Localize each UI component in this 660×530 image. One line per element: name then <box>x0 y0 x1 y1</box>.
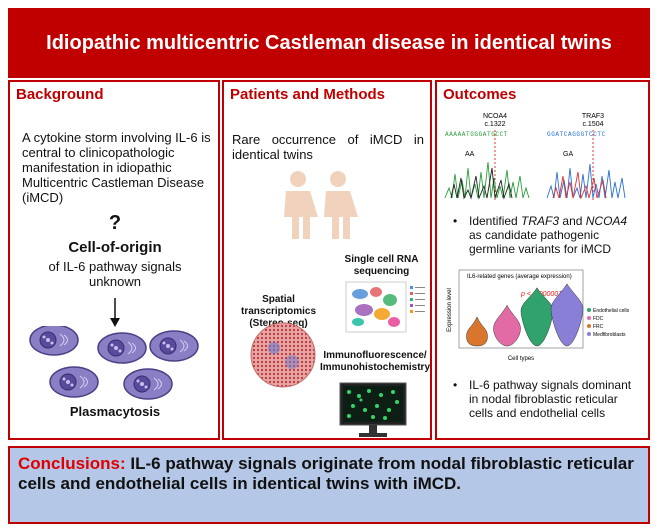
y-axis-label: Expression level <box>447 288 453 332</box>
bullet1-post-text: as candidate pathogenic germline variant… <box>469 228 612 256</box>
question-mark: ? <box>108 212 122 234</box>
legend-label: FRC <box>593 324 604 330</box>
traf3-genotype: GA <box>563 151 573 158</box>
outcome-bullet-1: • Identified TRAF3 and NCOA4 as candidat… <box>453 214 643 256</box>
traf3-sequence: GGATCAGGGTCCTC <box>547 131 606 138</box>
ncoa4-gene-label: NCOA4 <box>483 113 507 120</box>
down-arrow-icon <box>110 298 120 327</box>
legend-marker <box>587 324 591 328</box>
bullet-dot: • <box>453 378 458 392</box>
sanger-chromatograms: NCOA4 c.1322 TRAF3 c.1504 AAAAATGGGATGCC… <box>444 113 626 200</box>
patients-methods-heading: Patients and Methods <box>230 86 386 103</box>
if-ihc-label: Immunofluorescence/ Immunohistochemistry <box>319 350 431 373</box>
background-heading: Background <box>16 86 104 103</box>
outcomes-heading: Outcomes <box>443 86 517 103</box>
x-axis-label: Cell types <box>508 356 534 362</box>
page-title: Idiopathic multicentric Castleman diseas… <box>46 31 612 54</box>
outcomes-panel: Outcomes NCOA4 c.1322 TRAF3 c.1504 AAAAA… <box>435 80 650 440</box>
bullet-dot: • <box>453 214 458 228</box>
legend-marker <box>587 332 591 336</box>
background-text: A cytokine storm involving IL-6 is centr… <box>22 130 211 205</box>
stereo-seq-image <box>250 322 316 388</box>
violin-fdc <box>493 304 521 347</box>
traf3-variant-label: c.1504 <box>582 121 603 128</box>
ncoa4-gene-text: NCOA4 <box>585 214 628 228</box>
traf3-gene-label: TRAF3 <box>582 113 604 120</box>
legend-marker <box>587 316 591 320</box>
violin-chart: IL6-related genes (average expression)p … <box>447 269 630 362</box>
bullet2-text: IL-6 pathway signals dominant in nodal f… <box>469 378 632 420</box>
cell-of-origin-label: Cell-of-origin <box>68 239 162 256</box>
plasmacytosis-label: Plasmacytosis <box>69 404 161 419</box>
violin-frc <box>550 283 584 347</box>
cell-of-origin-sub: of IL-6 pathway signals unknown <box>48 259 182 289</box>
chart-title: IL6-related genes (average expression) <box>467 274 572 280</box>
ncoa4-sequence: AAAAATGGGATGCCT <box>445 131 508 138</box>
patients-methods-panel: Patients and Methods Rare occurrence of … <box>222 80 432 440</box>
legend-label: Medfibroblasts <box>593 332 626 338</box>
violin-medfibroblasts <box>466 316 488 347</box>
title-bar: Idiopathic multicentric Castleman diseas… <box>8 8 650 78</box>
plasma-cells-illustration <box>29 326 199 400</box>
bullet1-pre-text: Identified <box>469 214 522 228</box>
background-panel: Background A cytokine storm involving IL… <box>8 80 220 440</box>
conclusions-text: IL-6 pathway signals originate from noda… <box>18 454 634 493</box>
conclusions-box: Conclusions: IL-6 pathway signals origin… <box>8 446 650 524</box>
scrna-umap-plot <box>345 281 425 333</box>
legend-marker <box>587 308 591 312</box>
outcome-bullet-2: • IL-6 pathway signals dominant in nodal… <box>453 378 643 420</box>
legend-label: Endothelial cells <box>593 308 630 314</box>
conclusions-label: Conclusions: <box>18 454 126 473</box>
twins-text: Rare occurrence of iMCD in identical twi… <box>232 132 424 162</box>
violin-endothelial-cells <box>520 287 554 347</box>
scrna-label: Single cell RNA sequencing <box>344 254 419 277</box>
monitor-icon <box>339 382 407 437</box>
legend-label: FDC <box>593 316 604 322</box>
ncoa4-variant-label: c.1322 <box>484 121 505 128</box>
ncoa4-genotype: AA <box>465 151 475 158</box>
twins-icon <box>284 171 358 239</box>
traf3-gene-text: TRAF3 <box>521 214 560 228</box>
bullet1-and-text: and <box>559 214 586 228</box>
